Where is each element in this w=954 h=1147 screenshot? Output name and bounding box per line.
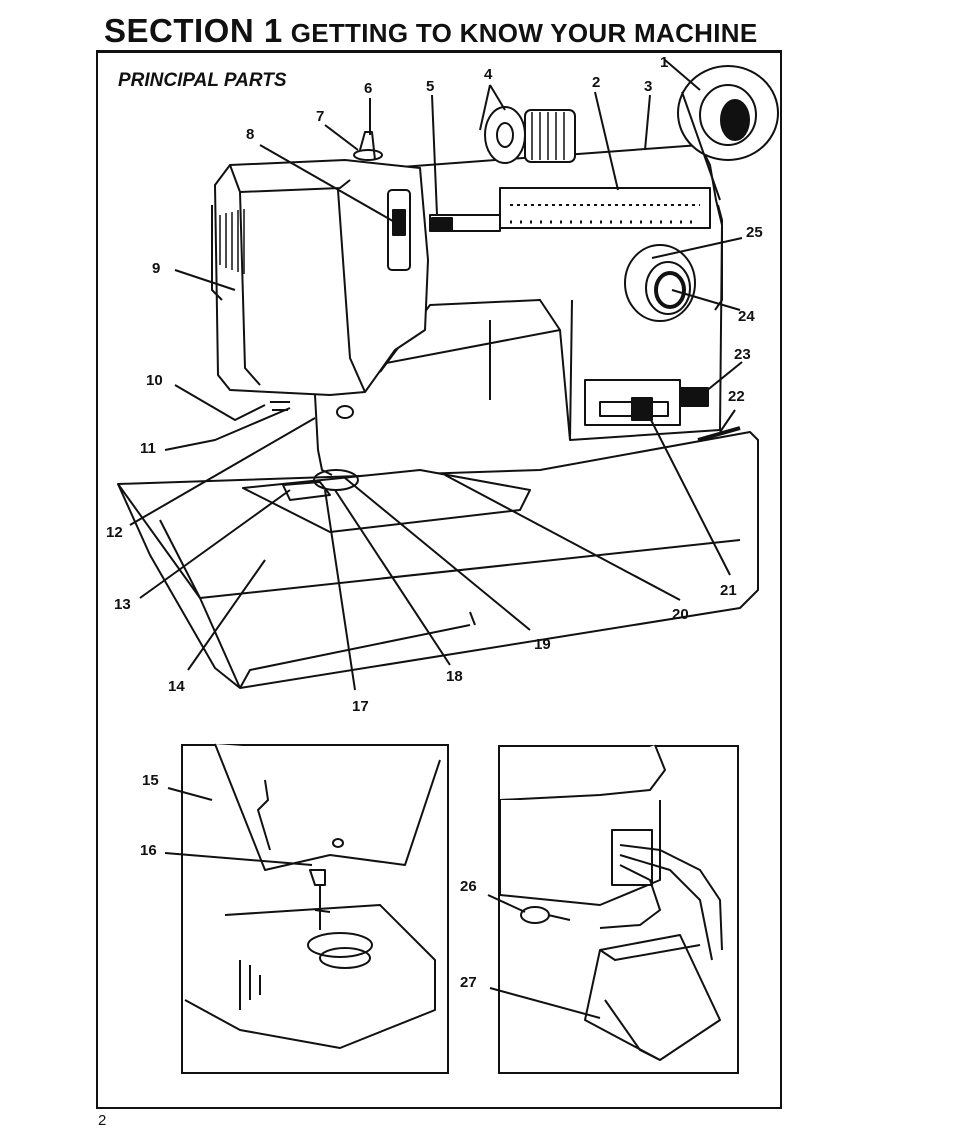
callout-25: 25 bbox=[746, 224, 763, 241]
callout-3: 3 bbox=[644, 78, 653, 95]
callout-26: 26 bbox=[460, 878, 477, 895]
callout-11: 11 bbox=[140, 440, 156, 457]
callout-2: 2 bbox=[592, 74, 601, 91]
section-title: GETTING TO KNOW YOUR MACHINE bbox=[290, 18, 758, 48]
section-number: SECTION 1 bbox=[104, 12, 283, 49]
callout-21: 21 bbox=[720, 582, 737, 599]
callout-8: 8 bbox=[246, 126, 255, 143]
callout-5: 5 bbox=[426, 78, 435, 95]
callout-4: 4 bbox=[484, 66, 493, 83]
callout-6: 6 bbox=[364, 80, 373, 97]
callout-14: 14 bbox=[168, 678, 185, 695]
callout-10: 10 bbox=[146, 372, 163, 389]
callout-16: 16 bbox=[140, 842, 157, 859]
callout-12: 12 bbox=[106, 524, 123, 541]
callout-17: 17 bbox=[352, 698, 369, 715]
callout-23: 23 bbox=[734, 346, 751, 363]
callout-27: 27 bbox=[460, 974, 477, 991]
callout-15: 15 bbox=[142, 772, 159, 789]
callout-19: 19 bbox=[534, 636, 551, 653]
callout-22: 22 bbox=[728, 388, 745, 405]
inset-power-cord bbox=[498, 745, 739, 1074]
callout-9: 9 bbox=[152, 260, 161, 277]
callout-20: 20 bbox=[672, 606, 689, 623]
principal-parts-heading: PRINCIPAL PARTS bbox=[118, 70, 287, 91]
callout-24: 24 bbox=[738, 308, 755, 325]
callout-1: 1 bbox=[660, 54, 669, 71]
inset-needle-area bbox=[181, 744, 449, 1074]
callout-13: 13 bbox=[114, 596, 131, 613]
callout-7: 7 bbox=[316, 108, 325, 125]
callout-18: 18 bbox=[446, 668, 463, 685]
heading-rule bbox=[96, 50, 782, 53]
page-number: 2 bbox=[98, 1112, 107, 1129]
page-frame bbox=[96, 53, 782, 1109]
